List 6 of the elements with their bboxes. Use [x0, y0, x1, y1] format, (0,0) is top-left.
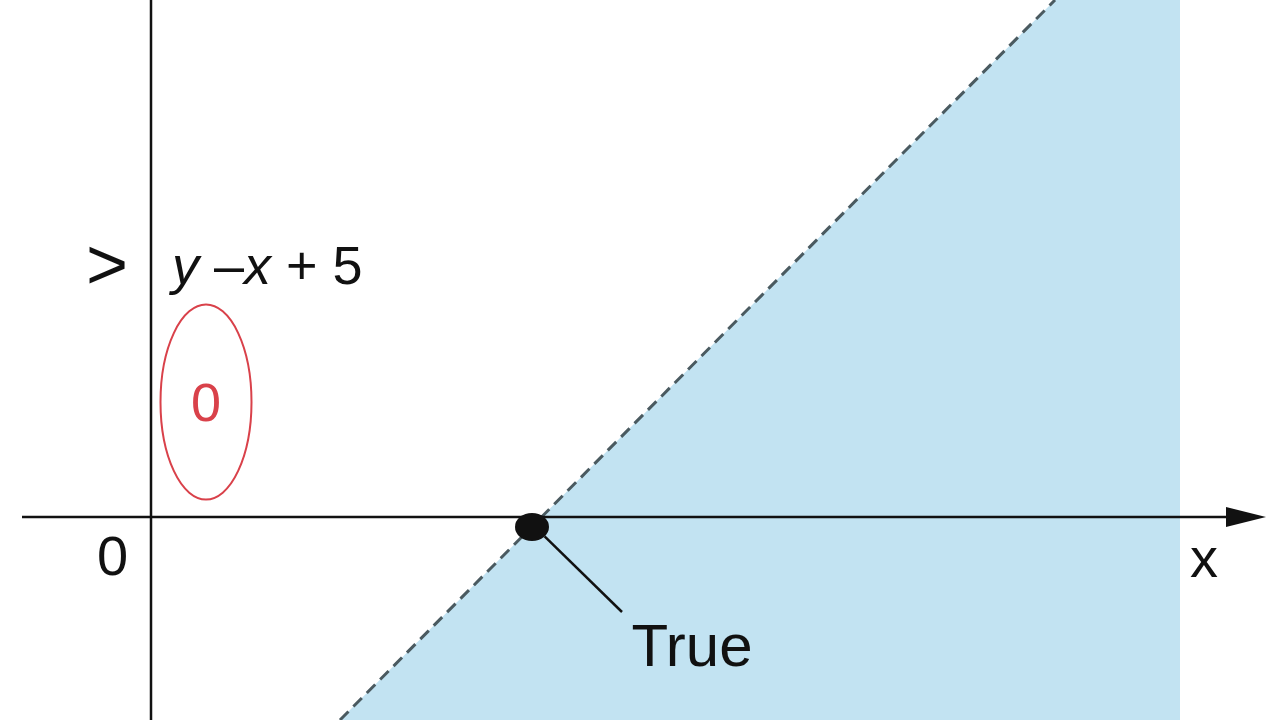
point-label: True: [631, 616, 753, 676]
origin-label: 0: [97, 528, 129, 584]
axis-label: x: [1190, 530, 1218, 586]
greater-than-sign: >: [86, 228, 129, 300]
circled-value: 0: [190, 375, 221, 429]
leader-line: [543, 535, 623, 613]
